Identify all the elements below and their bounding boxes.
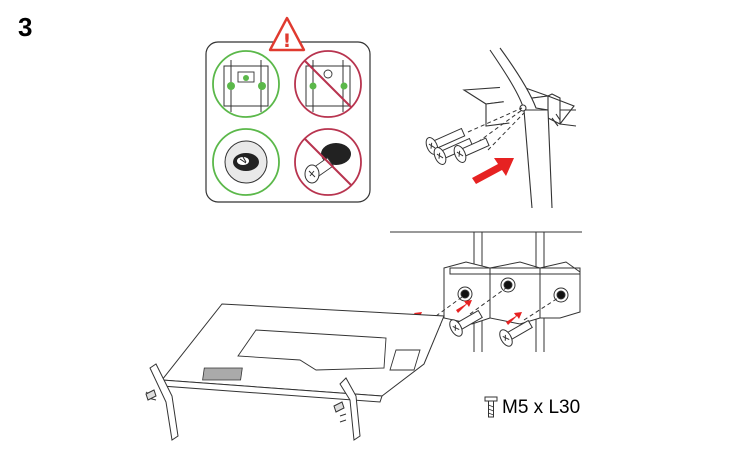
warning-triangle-icon: ! (268, 16, 306, 52)
screw-spec-label: M5 x L30 (502, 396, 581, 418)
incorrect-screw-icon (294, 128, 362, 196)
insert-direction-arrow-icon (472, 158, 514, 184)
incorrect-bracket-icon (294, 50, 362, 118)
screws-group-top (425, 127, 490, 165)
step-number: 3 (18, 12, 33, 42)
warning-glyph: ! (283, 30, 292, 52)
warning-panel: ! (205, 16, 371, 203)
screw-spec: M5 x L30 (484, 396, 580, 418)
tv-foot-left (145, 363, 179, 441)
screw-guide-lines (467, 107, 525, 151)
stand-detail (462, 47, 577, 209)
tv-foot-right (333, 377, 361, 441)
tv-panel (161, 303, 445, 403)
screw-icon (484, 396, 498, 418)
correct-bracket-icon (212, 50, 280, 118)
hole-guide-lines (435, 287, 559, 321)
correct-screw-head-icon (212, 128, 280, 196)
